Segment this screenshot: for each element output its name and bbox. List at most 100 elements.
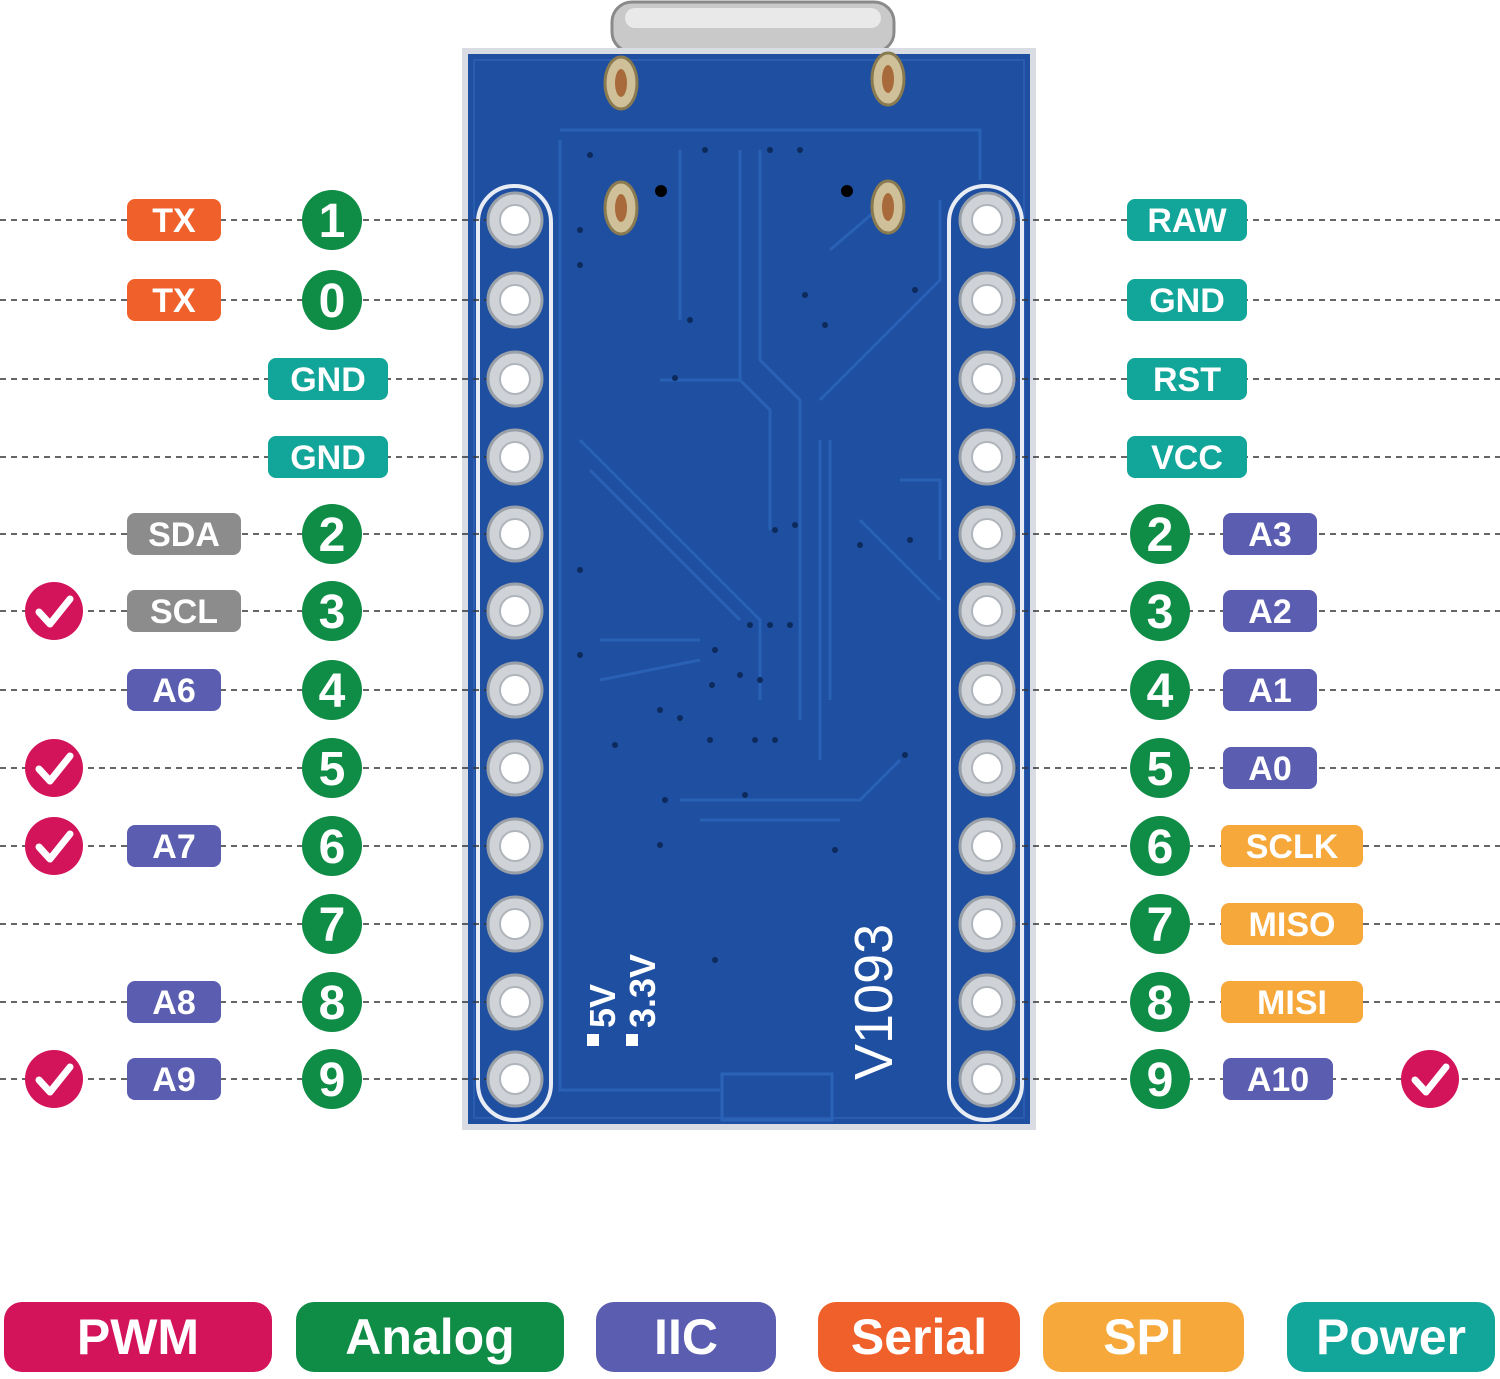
pwm-check-icon bbox=[25, 582, 83, 640]
left-pin-number-0 bbox=[302, 190, 362, 250]
usb-c-connector bbox=[610, 0, 896, 54]
left-pin-number-11 bbox=[302, 1049, 362, 1109]
right-pin-number-9 bbox=[1130, 894, 1190, 954]
legend-item-analog: Analog bbox=[296, 1302, 564, 1372]
right-pin-tag-6 bbox=[1223, 669, 1317, 711]
left-pin-number-8 bbox=[302, 816, 362, 876]
left-pin-number-11-label: 9 bbox=[319, 1054, 346, 1107]
right-pin-number-5-label: 3 bbox=[1147, 586, 1174, 639]
right-pin-tag-7-label: A0 bbox=[1248, 750, 1291, 788]
left-pin-number-10 bbox=[302, 972, 362, 1032]
left-pin-tag-2-label: GND bbox=[290, 361, 366, 399]
left-pin-number-8-label: 6 bbox=[319, 821, 346, 874]
right-pin-tag-9-label: MISO bbox=[1249, 906, 1336, 944]
left-pin-number-1 bbox=[302, 270, 362, 330]
right-pin-tag-0 bbox=[1127, 199, 1247, 241]
left-pin-tag-6 bbox=[127, 669, 221, 711]
right-pin-number-6 bbox=[1130, 660, 1190, 720]
board-silk-text: V1093 bbox=[844, 924, 904, 1080]
left-pin-number-0-label: 1 bbox=[319, 195, 346, 248]
left-pin-number-1-label: 0 bbox=[319, 275, 346, 328]
left-pin-tag-6-label: A6 bbox=[152, 672, 195, 710]
left-pin-tag-3-label: GND bbox=[290, 439, 366, 477]
right-pin-number-8-label: 6 bbox=[1147, 821, 1174, 874]
legend-item-serial: Serial bbox=[818, 1302, 1020, 1372]
left-pin-number-9-label: 7 bbox=[319, 899, 346, 952]
check-mark-icon bbox=[1411, 1063, 1450, 1096]
left-pin-number-10-label: 8 bbox=[319, 977, 346, 1030]
left-pin-number-7-label: 5 bbox=[319, 743, 346, 796]
check-mark-icon bbox=[35, 595, 74, 628]
right-pin-tag-6-label: A1 bbox=[1248, 672, 1291, 710]
right-pin-tag-0-label: RAW bbox=[1147, 202, 1227, 240]
left-pin-tag-1 bbox=[127, 279, 221, 321]
left-pin-tag-2 bbox=[268, 358, 388, 400]
check-mark-icon bbox=[35, 830, 74, 863]
right-pin-tag-11-label: A10 bbox=[1247, 1061, 1309, 1099]
right-pin-number-6-label: 4 bbox=[1147, 665, 1174, 718]
right-pin-tag-8-label: SCLK bbox=[1246, 828, 1339, 866]
left-pin-number-6 bbox=[302, 660, 362, 720]
pwm-check-icon bbox=[1401, 1050, 1459, 1108]
right-pin-tag-4-label: A3 bbox=[1248, 516, 1291, 554]
left-pin-number-9 bbox=[302, 894, 362, 954]
legend-item-power: Power bbox=[1287, 1302, 1495, 1372]
right-pin-tag-4 bbox=[1223, 513, 1317, 555]
left-pin-tag-5 bbox=[127, 590, 241, 632]
right-pin-tag-7 bbox=[1223, 747, 1317, 789]
jumper-3v3-label: 3.3V bbox=[622, 954, 663, 1028]
left-pin-tag-11 bbox=[127, 1058, 221, 1100]
left-pin-tag-5-label: SCL bbox=[150, 593, 218, 631]
right-pin-tag-11 bbox=[1223, 1058, 1333, 1100]
pwm-check-icon bbox=[25, 817, 83, 875]
left-pin-number-4-label: 2 bbox=[319, 509, 346, 562]
left-pin-number-6-label: 4 bbox=[319, 665, 346, 718]
legend: PWM Analog IIC Serial SPI Power bbox=[0, 1302, 1500, 1374]
right-pin-tag-9 bbox=[1221, 903, 1363, 945]
left-pin-tag-10 bbox=[127, 981, 221, 1023]
left-pin-tag-4 bbox=[127, 513, 241, 555]
check-mark-icon bbox=[35, 752, 74, 785]
left-pin-tag-11-label: A9 bbox=[152, 1061, 195, 1099]
left-pin-tag-8-label: A7 bbox=[152, 828, 195, 866]
left-pin-tag-3 bbox=[268, 436, 388, 478]
pwm-check-icon bbox=[25, 1050, 83, 1108]
right-pin-number-5 bbox=[1130, 581, 1190, 641]
right-pin-number-11 bbox=[1130, 1049, 1190, 1109]
right-pin-tag-5 bbox=[1223, 590, 1317, 632]
left-pin-tag-1-label: TX bbox=[152, 282, 196, 320]
right-pin-number-10 bbox=[1130, 972, 1190, 1032]
legend-item-spi: SPI bbox=[1043, 1302, 1244, 1372]
right-pin-tag-2-label: RST bbox=[1153, 361, 1221, 399]
circuit-board bbox=[462, 48, 1036, 1130]
legend-item-pwm: PWM bbox=[4, 1302, 272, 1372]
right-pin-number-10-label: 8 bbox=[1147, 977, 1174, 1030]
check-mark-icon bbox=[35, 1063, 74, 1096]
right-pin-tag-1-label: GND bbox=[1149, 282, 1225, 320]
left-pin-number-4 bbox=[302, 504, 362, 564]
jumper-5v-label: 5V bbox=[582, 984, 623, 1028]
right-pin-number-4-label: 2 bbox=[1147, 509, 1174, 562]
left-pin-tag-10-label: A8 bbox=[152, 984, 195, 1022]
right-pin-number-9-label: 7 bbox=[1147, 899, 1174, 952]
left-pin-tag-0-label: TX bbox=[152, 202, 196, 240]
left-pin-tag-8 bbox=[127, 825, 221, 867]
right-pin-tag-2 bbox=[1127, 358, 1247, 400]
right-pin-number-7 bbox=[1130, 738, 1190, 798]
legend-item-iic: IIC bbox=[596, 1302, 776, 1372]
pinout-diagram: V1093 5V 3.3V 1TX0TXGNDGND2SDA3SCL4A656A… bbox=[0, 0, 1500, 1130]
right-pin-tag-8 bbox=[1221, 825, 1363, 867]
right-pin-tag-10-label: MISI bbox=[1257, 984, 1327, 1022]
left-pin-number-5-label: 3 bbox=[319, 586, 346, 639]
left-pin-tag-4-label: SDA bbox=[148, 516, 220, 554]
pwm-check-icon bbox=[25, 739, 83, 797]
left-pin-tag-0 bbox=[127, 199, 221, 241]
left-pin-number-7 bbox=[302, 738, 362, 798]
right-pin-tag-1 bbox=[1127, 279, 1247, 321]
right-pin-tag-3-label: VCC bbox=[1151, 439, 1223, 477]
right-pin-number-8 bbox=[1130, 816, 1190, 876]
left-pin-number-5 bbox=[302, 581, 362, 641]
right-pin-tag-5-label: A2 bbox=[1248, 593, 1291, 631]
right-pin-number-4 bbox=[1130, 504, 1190, 564]
right-pin-number-11-label: 9 bbox=[1147, 1054, 1174, 1107]
